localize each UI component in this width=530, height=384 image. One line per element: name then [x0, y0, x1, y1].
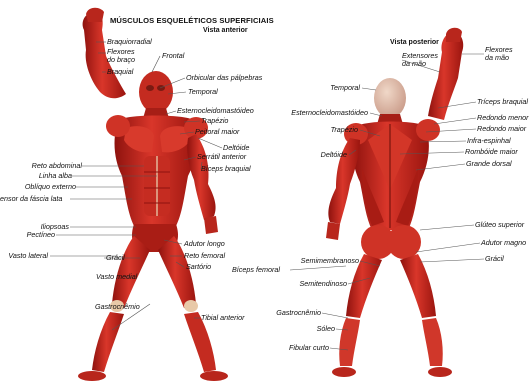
label-fibular-curto: Fibular curto — [289, 344, 329, 352]
label-obliquo: Oblíquo externo — [25, 183, 76, 191]
label-braquial: Braquial — [107, 68, 133, 76]
label-soleo: Sóleo — [317, 325, 335, 333]
anterior-view-heading: Vista anterior — [203, 27, 248, 34]
label-esternocleido-anterior: Esternocleidomastóideo — [177, 107, 254, 115]
posterior-view-heading: Vista posterior — [390, 39, 439, 46]
label-trapezio-posterior: Trapézio — [331, 126, 358, 134]
posterior-calf-left — [339, 318, 360, 366]
label-infra-espinhal: Infra-espinhal — [467, 137, 511, 145]
label-triceps: Tríceps braquial — [477, 98, 528, 106]
label-grande-dorsal: Grande dorsal — [466, 160, 512, 168]
label-gastrocnemio-anterior: Gastrocnêmio — [95, 303, 140, 311]
label-pectineo: Pectíneo — [27, 231, 55, 239]
label-romboide: Rombóide maior — [465, 148, 518, 156]
label-extensores-mao: Extensores da mão — [402, 52, 438, 68]
label-gracil-anterior: Grácil — [106, 254, 125, 262]
posterior-head — [374, 78, 406, 118]
diagram-title: MÚSCULOS ESQUELÉTICOS SUPERFICIAIS — [110, 16, 274, 25]
label-serratil: Serrátil anterior — [197, 153, 246, 161]
label-tibial-anterior: Tibial anterior — [201, 314, 244, 322]
label-biceps-femoral: Bíceps femoral — [232, 266, 280, 274]
label-gracil-posterior: Grácil — [485, 255, 504, 263]
label-redondo-maior: Redondo maior — [477, 125, 526, 133]
label-orbicular: Orbicular das pálpebras — [186, 74, 262, 82]
posterior-figure — [326, 28, 463, 377]
label-flexores-braco: Flexores do braço — [107, 48, 135, 64]
label-reto-abdominal: Reto abdominal — [32, 162, 82, 170]
label-sartorio: Sartório — [186, 263, 211, 271]
label-biceps-braquial: Bíceps braquial — [201, 165, 251, 173]
label-flexores-mao: Flexores da mão — [485, 46, 513, 62]
label-gastrocnemio-posterior: Gastrocnêmio — [276, 309, 321, 317]
posterior-thigh-right — [400, 254, 436, 318]
posterior-calf-right — [422, 318, 443, 366]
label-trapezio-anterior: Trapézio — [201, 117, 228, 125]
label-reto-femoral: Reto femoral — [184, 252, 225, 260]
label-adutor-longo: Adutor longo — [184, 240, 225, 248]
label-semimembranoso: Semimembranoso — [301, 257, 359, 265]
label-deltoide-posterior: Deltóide — [321, 151, 347, 159]
label-redondo-menor: Redondo menor — [477, 114, 529, 122]
anterior-lowered-arm — [187, 134, 215, 220]
label-temporal-posterior: Temporal — [330, 84, 360, 92]
label-tensor-fascia: ensor da fáscia lata — [0, 195, 62, 203]
anterior-figure — [78, 8, 228, 381]
anterior-head — [139, 71, 173, 113]
label-semitendinoso: Semitendinoso — [299, 280, 347, 288]
label-adutor-magno: Adutor magno — [481, 239, 526, 247]
label-linha-alba: Linha alba — [39, 172, 72, 180]
label-frontal: Frontal — [162, 52, 184, 60]
anterior-shin-left — [92, 312, 124, 372]
label-braquiorradial: Braquiorradial — [107, 38, 152, 46]
label-gluteo: Glúteo superior — [475, 221, 524, 229]
label-vasto-lateral: Vasto lateral — [8, 252, 48, 260]
anterior-raised-hand — [86, 8, 104, 22]
label-esternocleido-posterior: Esternocleidomastóideo — [291, 109, 368, 117]
label-peitoral: Peitoral maior — [195, 128, 239, 136]
label-temporal-anterior: Temporal — [188, 88, 218, 96]
label-vasto-medial: Vasto medial — [96, 273, 137, 281]
label-deltoide-anterior: Deltóide — [223, 144, 249, 152]
